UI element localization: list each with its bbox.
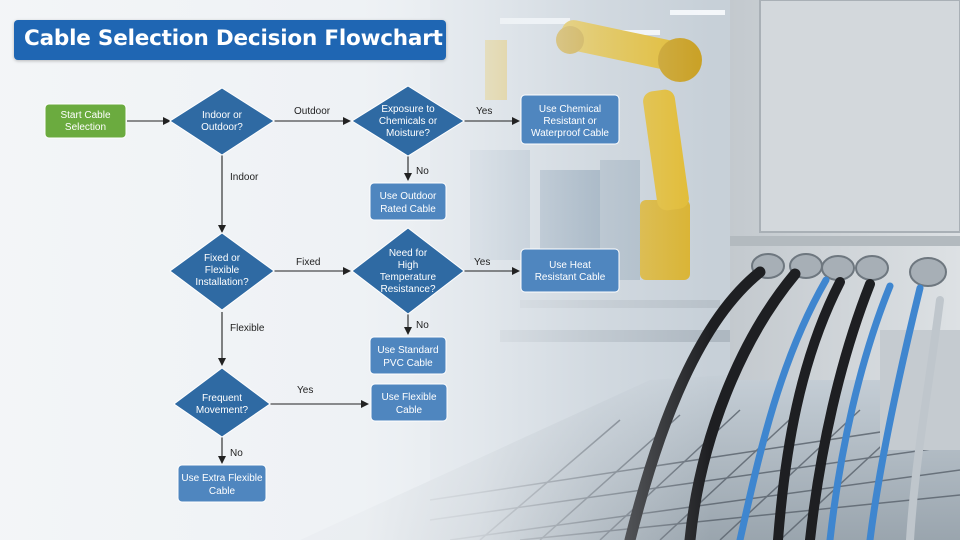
decision-high-temp-line-3: Temperature — [380, 272, 437, 283]
decision-indoor-outdoor: Indoor or Outdoor? — [169, 87, 275, 156]
decision-indoor-outdoor-line-2: Outdoor? — [201, 122, 243, 133]
action-outdoor-cable-line-1: Use Outdoor — [380, 191, 437, 202]
edge-label-temp-no: No — [416, 320, 429, 331]
page-title: Cable Selection Decision Flowchart — [24, 26, 443, 51]
decision-frequent-movement-line-2: Movement? — [196, 405, 249, 416]
start-node: Start Cable Selection — [44, 103, 127, 139]
flowchart-arrows — [127, 117, 520, 464]
action-pvc-cable-line-1: Use Standard — [377, 345, 438, 356]
start-node-label-2: Selection — [65, 122, 106, 133]
action-heat-cable: Use Heat Resistant Cable — [520, 248, 620, 293]
action-chemical-cable: Use Chemical Resistant or Waterproof Cab… — [520, 94, 620, 145]
decision-high-temp-line-2: High — [398, 260, 419, 271]
decision-high-temp: Need for High Temperature Resistance? — [351, 227, 465, 315]
decision-exposure-line-2: Chemicals or — [379, 116, 438, 127]
decision-fixed-flexible-line-2: Flexible — [205, 265, 240, 276]
edge-label-flexible: Flexible — [230, 323, 265, 334]
action-outdoor-cable-line-2: Rated Cable — [380, 204, 436, 215]
action-flexible-cable-line-1: Use Flexible — [381, 392, 436, 403]
action-pvc-cable: Use Standard PVC Cable — [369, 336, 447, 375]
action-heat-cable-line-1: Use Heat — [549, 260, 591, 271]
edge-label-temp-yes: Yes — [474, 257, 490, 268]
decision-fixed-flexible: Fixed or Flexible Installation? — [169, 232, 275, 311]
decision-fixed-flexible-line-1: Fixed or — [204, 253, 241, 264]
action-extra-flexible-cable-line-1: Use Extra Flexible — [181, 473, 263, 484]
action-flexible-cable: Use Flexible Cable — [370, 383, 448, 422]
action-outdoor-cable: Use Outdoor Rated Cable — [369, 182, 447, 221]
action-pvc-cable-line-2: PVC Cable — [383, 358, 433, 369]
action-extra-flexible-cable-line-2: Cable — [209, 486, 236, 497]
edge-label-outdoor: Outdoor — [294, 106, 331, 117]
action-chemical-cable-line-1: Use Chemical — [539, 104, 601, 115]
edge-label-movement-no: No — [230, 448, 243, 459]
decision-frequent-movement-line-1: Frequent — [202, 393, 242, 404]
edge-label-exposure-yes: Yes — [476, 106, 492, 117]
decision-high-temp-line-1: Need for — [389, 248, 428, 259]
decision-indoor-outdoor-line-1: Indoor or — [202, 110, 243, 121]
decision-exposure-line-1: Exposure to — [381, 104, 435, 115]
edge-label-exposure-no: No — [416, 166, 429, 177]
action-heat-cable-line-2: Resistant Cable — [535, 272, 606, 283]
edge-label-indoor: Indoor — [230, 172, 259, 183]
decision-exposure-line-3: Moisture? — [386, 128, 430, 139]
edge-label-movement-yes: Yes — [297, 385, 313, 396]
action-extra-flexible-cable: Use Extra Flexible Cable — [177, 464, 267, 503]
action-flexible-cable-line-2: Cable — [396, 405, 423, 416]
start-node-label-1: Start Cable — [60, 110, 110, 121]
action-chemical-cable-line-3: Waterproof Cable — [531, 128, 609, 139]
decision-frequent-movement: Frequent Movement? — [173, 367, 271, 438]
title-banner: Cable Selection Decision Flowchart — [14, 20, 446, 60]
decision-exposure: Exposure to Chemicals or Moisture? — [351, 85, 465, 157]
decision-high-temp-line-4: Resistance? — [380, 284, 435, 295]
action-chemical-cable-line-2: Resistant or — [543, 116, 597, 127]
edge-label-fixed: Fixed — [296, 257, 320, 268]
decision-fixed-flexible-line-3: Installation? — [195, 277, 249, 288]
